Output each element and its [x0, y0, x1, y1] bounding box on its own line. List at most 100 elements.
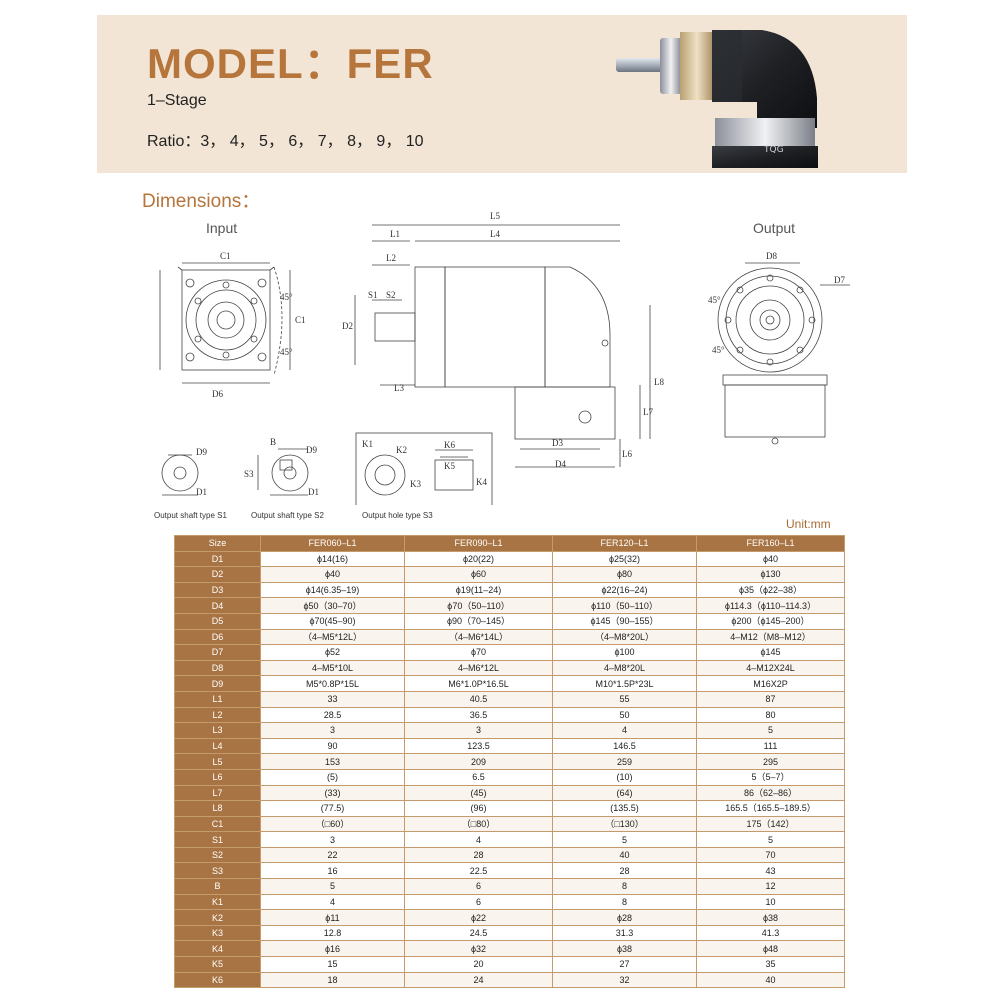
table-cell: (45): [404, 784, 553, 802]
row-label: L2: [174, 706, 261, 724]
dim-label-45deg-c: 45°: [708, 295, 721, 305]
table-cell: ϕ32: [404, 940, 553, 958]
table-cell: 3: [260, 831, 405, 848]
table-cell: (96): [404, 800, 553, 817]
table-cell: 40: [696, 971, 845, 989]
table-cell: 4: [552, 722, 697, 739]
table-cell: ϕ100: [552, 644, 697, 661]
table-cell: 6.5: [404, 768, 553, 786]
table-cell: ϕ25(32): [552, 550, 697, 568]
dim-label-D7: D7: [834, 275, 845, 285]
table-cell: (77.5): [260, 800, 405, 817]
table-cell: 165.5（165.5–189.5）: [696, 800, 845, 817]
unit-label: Unit:mm: [786, 517, 831, 531]
caption-hole-s3: Output hole type S3: [362, 511, 433, 520]
row-label: S2: [174, 846, 261, 864]
row-label: L7: [174, 784, 261, 802]
table-cell: 4–M6*12L: [404, 659, 553, 677]
table-cell: 28: [552, 862, 697, 880]
dim-label-45deg-d: 45°: [712, 345, 725, 355]
table-cell: （□60）: [260, 815, 405, 833]
dim-label-S3: S3: [244, 469, 254, 479]
table-cell: 3: [404, 722, 553, 739]
row-label: K4: [174, 940, 261, 958]
table-cell: ϕ14(16): [260, 550, 405, 568]
row-label: K2: [174, 909, 261, 926]
table-cell: ϕ11: [260, 909, 405, 926]
table-cell: 5: [260, 878, 405, 895]
table-cell: 259: [552, 753, 697, 770]
page-title: MODEL：FER: [147, 40, 434, 87]
table-cell: ϕ60: [404, 566, 553, 583]
table-cell: 209: [404, 753, 553, 770]
dim-label-S2: S2: [386, 290, 396, 300]
dim-label-45deg-b: 45°: [280, 347, 293, 357]
dim-label-K4: K4: [476, 477, 487, 487]
table-cell: 8: [552, 893, 697, 911]
table-cell: 4–M5*10L: [260, 659, 405, 677]
table-cell: 153: [260, 753, 405, 770]
table-cell: 32: [552, 971, 697, 989]
table-cell: ϕ40: [696, 550, 845, 568]
table-cell: 4–M12X24L: [696, 659, 845, 677]
table-cell: 295: [696, 753, 845, 770]
dim-label-D3: D3: [552, 438, 563, 448]
table-cell: ϕ50（30–70）: [260, 597, 405, 614]
row-label: S3: [174, 862, 261, 880]
table-cell: 31.3: [552, 924, 697, 942]
table-header-model: FER120–L1: [552, 535, 697, 552]
row-label: D8: [174, 659, 261, 677]
table-cell: ϕ22: [404, 909, 553, 926]
table-cell: 6: [404, 893, 553, 911]
table-cell: 123.5: [404, 737, 553, 755]
table-cell: 111: [696, 737, 845, 755]
table-row: L7(33)(45)(64)86（62–86）: [174, 784, 845, 802]
table-cell: 12: [696, 878, 845, 895]
table-cell: 10: [696, 893, 845, 911]
table-cell: ϕ114.3（ϕ110–114.3）: [696, 597, 845, 614]
dim-label-S1: S1: [368, 290, 378, 300]
table-row: L6(5)6.5(10)5（5–7）: [174, 768, 845, 786]
dim-label-L3: L3: [394, 383, 404, 393]
table-cell: M10*1.5P*23L: [552, 675, 697, 692]
table-cell: ϕ40: [260, 566, 405, 583]
table-cell: 4–M8*20L: [552, 659, 697, 677]
row-label: L6: [174, 768, 261, 786]
caption-shaft-s1: Output shaft type S1: [154, 511, 227, 520]
table-cell: 43: [696, 862, 845, 880]
row-label: D2: [174, 566, 261, 583]
stage-text: 1–Stage: [147, 92, 207, 109]
dim-label-D6: D6: [212, 389, 223, 399]
table-cell: ϕ22(16–24): [552, 581, 697, 599]
table-cell: ϕ200（ϕ145–200）: [696, 612, 845, 630]
table-cell: (5): [260, 768, 405, 786]
dim-label-D4: D4: [555, 459, 566, 469]
table-cell: 4: [404, 831, 553, 848]
dim-label-D9-s2: D9: [306, 445, 317, 455]
row-label: K6: [174, 971, 261, 989]
dim-label-K3: K3: [410, 479, 421, 489]
table-cell: 15: [260, 956, 405, 973]
row-label: L1: [174, 690, 261, 708]
table-cell: 87: [696, 690, 845, 708]
row-label: D5: [174, 612, 261, 630]
table-cell: ϕ19(11–24): [404, 581, 553, 599]
table-cell: 3: [260, 722, 405, 739]
table-cell: 35: [696, 956, 845, 973]
table-cell: ϕ52: [260, 644, 405, 661]
table-cell: ϕ70（50–110）: [404, 597, 553, 614]
table-cell: ϕ145（90–155）: [552, 612, 697, 630]
table-row: C1（□60）（□80）（□130）175（142）: [174, 815, 845, 833]
table-cell: 86（62–86）: [696, 784, 845, 802]
